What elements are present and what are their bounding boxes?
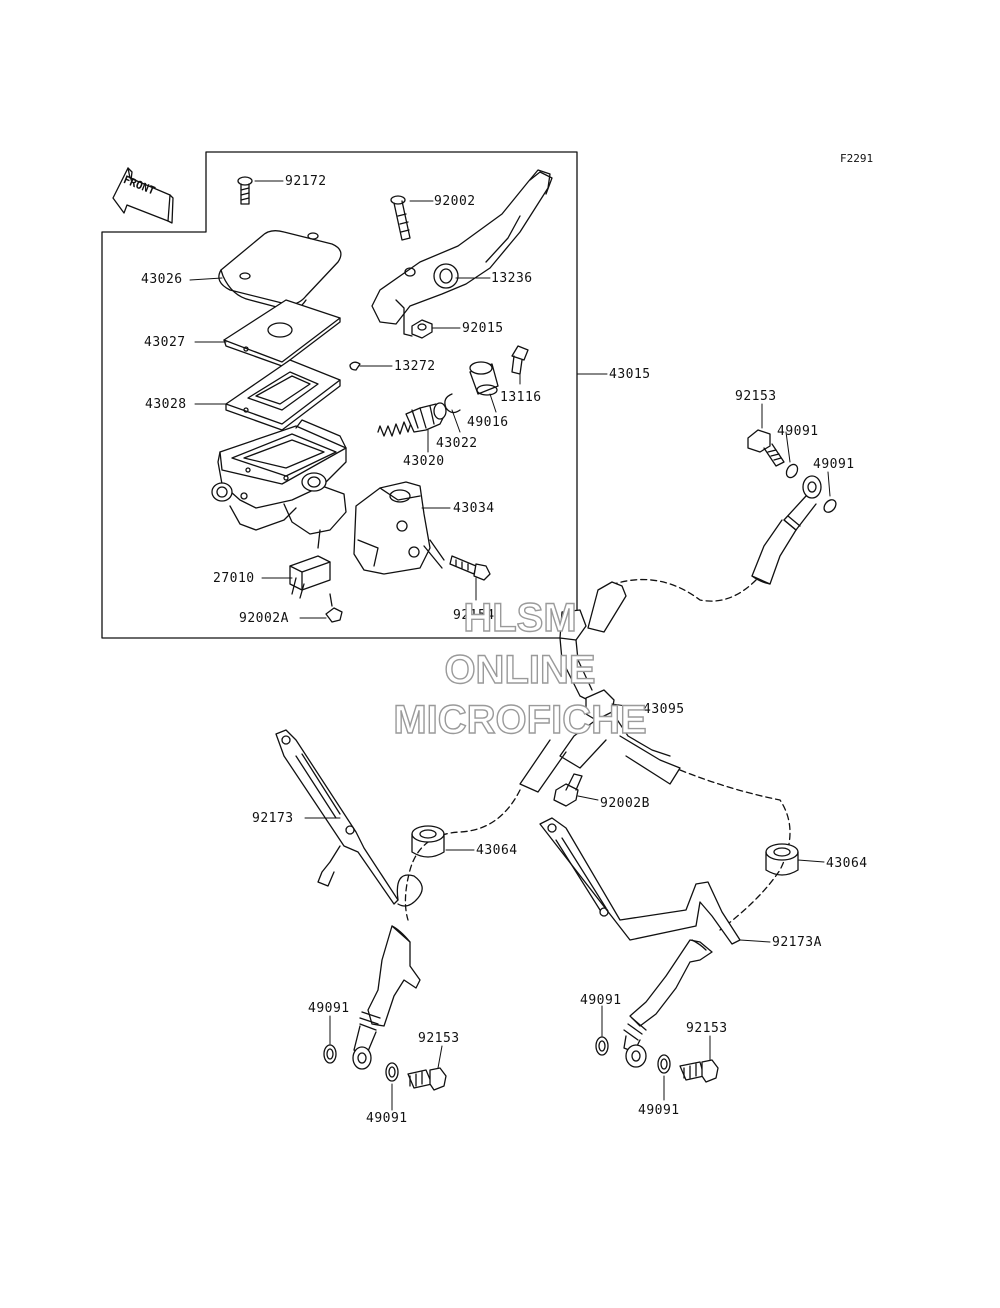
hose-fitting-top: [751, 475, 822, 585]
hose-dashed-left: [404, 789, 521, 921]
part-label-92153-bl[interactable]: 92153: [418, 1031, 460, 1046]
clamp-43034: [353, 481, 445, 575]
banjo-bolt-92153-br: [679, 1059, 719, 1083]
part-label-92173A[interactable]: 92173A: [772, 935, 822, 950]
hose-dashed-top: [613, 578, 757, 602]
master-cylinder-body: [211, 419, 347, 535]
part-label-92002A[interactable]: 92002A: [239, 611, 289, 626]
watermark-line-1: HLSM: [463, 596, 578, 640]
part-label-49091-br-1[interactable]: 49091: [580, 993, 622, 1008]
grommet-43064-left: [411, 825, 445, 858]
hose-lower-left: [352, 925, 421, 1070]
part-label-49091-br-2[interactable]: 49091: [638, 1103, 680, 1118]
plate-43027: [223, 299, 341, 367]
nut-92015: [411, 319, 433, 339]
washer-49091-br-2: [657, 1054, 671, 1074]
banjo-bolt-92153-bl: [407, 1067, 447, 1091]
part-label-13116[interactable]: 13116: [500, 390, 542, 405]
part-label-92153-br[interactable]: 92153: [686, 1021, 728, 1036]
part-label-49091-bl-1[interactable]: 49091: [308, 1001, 350, 1016]
part-label-43022[interactable]: 43022: [436, 436, 478, 451]
part-label-92002[interactable]: 92002: [434, 194, 476, 209]
hose-dashed-right: [679, 769, 791, 931]
pin-13116: [511, 345, 529, 375]
part-label-27010[interactable]: 27010: [213, 571, 255, 586]
part-label-43034[interactable]: 43034: [453, 501, 495, 516]
part-label-92153-top[interactable]: 92153: [735, 389, 777, 404]
part-label-43026[interactable]: 43026: [141, 272, 183, 287]
part-label-43027[interactable]: 43027: [144, 335, 186, 350]
part-label-43095[interactable]: 43095: [643, 702, 685, 717]
part-label-49091-top-1[interactable]: 49091: [777, 424, 819, 439]
part-label-49091-top-2[interactable]: 49091: [813, 457, 855, 472]
washer-49091-bl-2: [385, 1062, 399, 1082]
screw-92172: [237, 176, 253, 205]
assembly-boundary: [101, 151, 578, 639]
bracket-92173A: [539, 817, 741, 945]
switch-27010: [289, 529, 331, 599]
part-label-49016[interactable]: 49016: [467, 415, 509, 430]
part-label-92172[interactable]: 92172: [285, 174, 327, 189]
brake-lever-13236: [371, 169, 553, 337]
bracket-92173: [275, 729, 423, 907]
part-label-92154[interactable]: 92154: [453, 608, 495, 623]
part-label-43020[interactable]: 43020: [403, 454, 445, 469]
diaphragm-43028: [225, 359, 341, 431]
piston-spring-43020: [377, 402, 447, 437]
screw-92002A: [325, 593, 343, 623]
part-label-43028[interactable]: 43028: [145, 397, 187, 412]
screw-92002B: [553, 773, 583, 807]
leader-lines: [189, 180, 831, 1111]
clip-13272: [349, 361, 361, 371]
part-label-13272[interactable]: 13272: [394, 359, 436, 374]
bolt-92154: [449, 555, 491, 581]
grommet-43064-right: [765, 843, 799, 876]
junction-block-43095: [519, 581, 681, 793]
hose-lower-right: [623, 939, 713, 1068]
part-label-92173[interactable]: 92173: [252, 811, 294, 826]
part-label-43064-left[interactable]: 43064: [476, 843, 518, 858]
washer-49091-br-1: [595, 1036, 609, 1056]
figure-id: F2291: [840, 152, 874, 165]
reservoir-cap-43026: [218, 230, 342, 311]
part-label-43064-right[interactable]: 43064: [826, 856, 868, 871]
circlip-43022: [444, 393, 461, 414]
watermark-line-3: MICROFICHE: [393, 698, 648, 742]
part-label-43015[interactable]: 43015: [609, 367, 651, 382]
bolt-92002: [390, 195, 411, 241]
watermark-line-2: ONLINE: [444, 648, 597, 692]
boot-49016: [469, 361, 499, 396]
part-label-49091-bl-2[interactable]: 49091: [366, 1111, 408, 1126]
part-label-92015[interactable]: 92015: [462, 321, 504, 336]
washer-49091-bl-1: [323, 1044, 337, 1064]
washer-49091-top-1: [785, 463, 799, 479]
part-label-13236[interactable]: 13236: [491, 271, 533, 286]
washer-49091-top-2: [823, 499, 837, 513]
part-label-92002B[interactable]: 92002B: [600, 796, 650, 811]
banjo-bolt-92153-top: [747, 429, 785, 467]
front-arrow-icon: FRONT: [112, 167, 174, 224]
